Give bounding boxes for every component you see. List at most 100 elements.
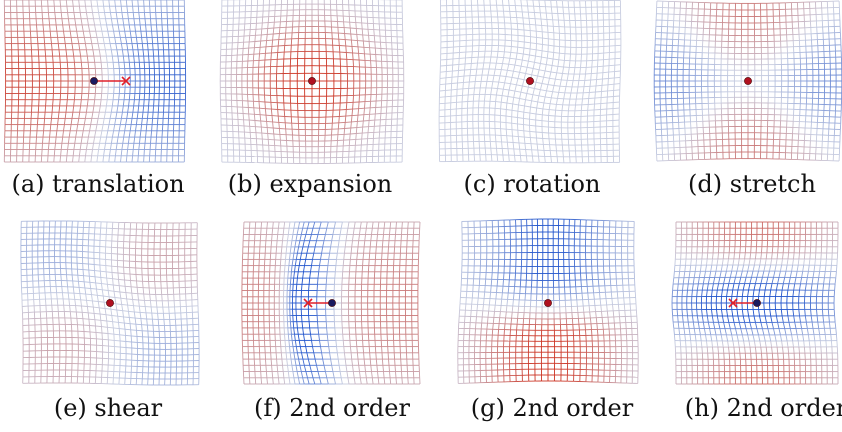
grid-line [345,122,346,128]
grid-line [136,37,137,43]
grid-line [118,56,119,62]
grid-line [546,7,547,13]
grid-line [137,44,138,50]
grid-line [143,50,144,56]
grid-line [567,74,568,80]
grid-line [267,34,268,40]
grid-line [527,0,528,6]
grid-line [543,103,544,109]
grid-line [465,70,471,71]
grid-line [369,35,370,41]
grid-line [549,110,555,111]
grid-line [501,96,502,103]
grid-line [446,71,452,72]
grid-line [558,60,559,67]
grid-line [446,77,452,78]
grid-line [346,116,352,117]
grid-line [516,79,518,85]
grid-line [508,90,509,97]
grid-line [516,12,517,18]
grid-line [49,137,50,143]
grid-line [491,148,492,155]
grid-line [271,53,272,60]
grid-line [551,66,552,73]
grid-line [77,125,78,131]
grid-line [259,54,260,61]
grid-line [153,50,154,56]
grid-line [536,50,542,51]
grid-line [517,24,518,30]
grid-line [81,100,82,106]
grid-line [72,112,73,118]
grid-line [142,112,143,118]
grid-line [129,131,130,137]
grid-line [250,126,251,132]
grid-line [497,155,498,162]
grid-line [532,75,538,76]
grid-line [570,20,571,27]
grid-line [526,100,532,101]
grid-line [350,128,351,134]
grid-line [55,13,56,19]
grid-line [103,37,104,43]
grid-line [539,64,540,70]
grid-line [363,115,364,121]
grid-line [250,30,251,36]
grid-line [545,91,546,97]
grid-line [496,89,497,96]
grid-line [530,107,531,113]
grid-line [149,56,150,62]
grid-line [86,150,87,156]
grid-line [517,47,518,53]
grid-line [118,131,119,137]
grid-line [562,139,563,145]
grid-line [549,116,556,117]
grid-line [490,101,491,108]
grid-line [87,100,88,106]
grid-line [512,130,518,131]
grid-line [548,32,554,33]
grid-line [254,108,255,115]
grid-line [445,103,451,104]
grid-line [440,72,446,73]
grid-line [249,120,250,126]
grid-line [112,56,113,62]
grid-line [518,137,519,143]
grid-line [115,0,116,6]
grid-line [535,19,536,25]
grid-line [440,90,446,91]
grid-line [563,157,564,163]
grid-line [483,63,484,69]
grid-line [476,69,477,75]
grid-line [255,121,256,127]
grid-line [85,44,86,50]
grid-line [457,95,463,96]
grid-line [70,31,71,37]
grid-line [563,7,564,14]
grid-line [513,104,519,105]
grid-line [260,115,266,116]
grid-line [548,45,554,46]
grid-line [554,86,560,87]
grid-line [80,50,81,56]
grid-line [453,47,459,48]
grid-line [117,137,118,143]
grid-line [133,143,134,149]
grid-line [548,39,554,40]
grid-line [554,39,560,40]
grid-line [370,108,371,115]
grid-line [591,67,592,74]
grid-line [110,44,111,50]
grid-line [151,137,152,143]
grid-line [260,115,261,121]
grid-line [43,25,44,31]
grid-line [260,53,266,54]
grid-line [123,100,124,106]
grid-line [475,75,476,81]
grid-line [94,56,95,62]
grid-line [255,41,261,42]
grid-line [77,31,78,37]
grid-line [129,56,130,62]
panel-d: (d) stretch [658,0,842,210]
grid-line [277,53,278,60]
